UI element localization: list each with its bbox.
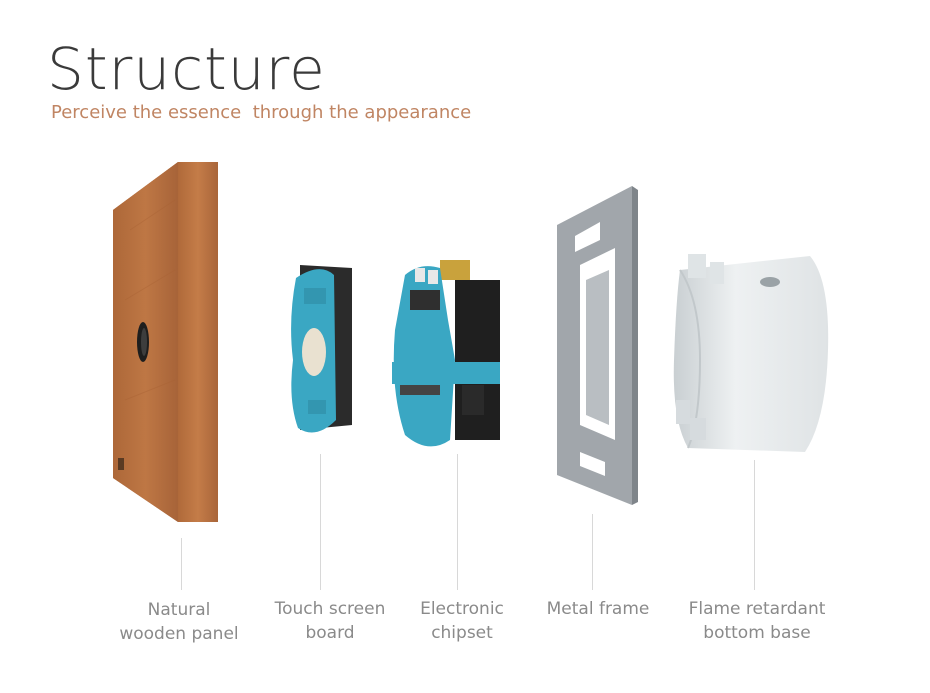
label-chipset: Electronic chipset bbox=[382, 597, 542, 645]
leader-line-touch-board bbox=[320, 454, 321, 590]
label-touch-board: Touch screen board bbox=[250, 597, 410, 645]
leader-line-metal-frame bbox=[592, 514, 593, 590]
label-wooden-panel-line2: wooden panel bbox=[119, 624, 239, 644]
label-touch-board-line2: board bbox=[305, 623, 355, 643]
page-subtitle: Perceive the essence through the appeara… bbox=[51, 102, 472, 123]
touch-board-image bbox=[291, 265, 352, 433]
bottom-base-image bbox=[673, 254, 829, 452]
leader-line-wooden-panel bbox=[181, 538, 182, 590]
label-bottom-base: Flame retardant bottom base bbox=[672, 597, 842, 645]
page-title: Structure bbox=[47, 35, 326, 103]
leader-line-chipset bbox=[457, 454, 458, 590]
leader-line-bottom-base bbox=[754, 460, 755, 590]
label-bottom-base-line1: Flame retardant bbox=[688, 599, 826, 619]
label-chipset-line1: Electronic bbox=[420, 599, 504, 619]
label-chipset-line2: chipset bbox=[431, 623, 493, 643]
label-metal-frame: Metal frame bbox=[518, 597, 678, 621]
chipset-image bbox=[392, 260, 500, 447]
label-wooden-panel: Natural wooden panel bbox=[99, 598, 259, 646]
label-metal-frame-line1: Metal frame bbox=[546, 599, 650, 619]
label-touch-board-line1: Touch screen bbox=[274, 599, 386, 619]
label-wooden-panel-line1: Natural bbox=[147, 600, 211, 620]
metal-frame-image bbox=[557, 186, 638, 505]
label-bottom-base-line2: bottom base bbox=[703, 623, 811, 643]
wooden-panel-image bbox=[113, 162, 218, 522]
